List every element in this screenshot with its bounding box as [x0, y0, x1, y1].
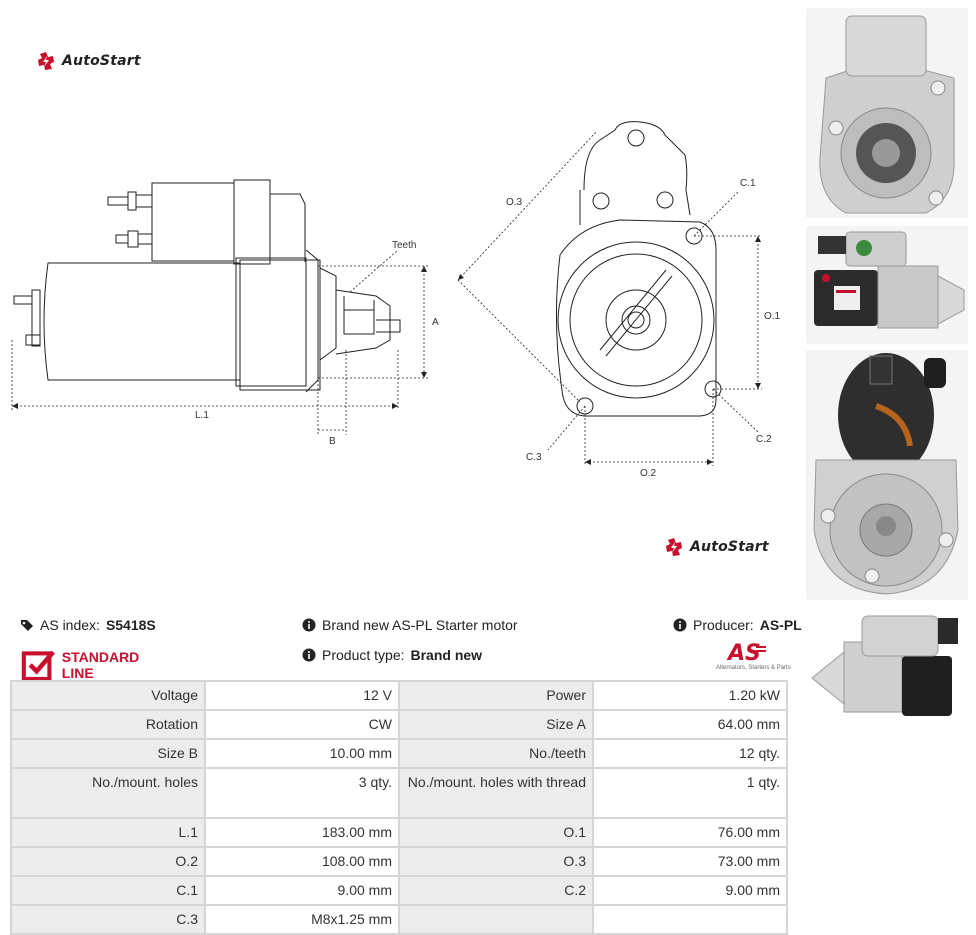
spec-label: Voltage: [10, 680, 206, 711]
label-c3: C.3: [526, 452, 542, 463]
spec-label: C.1: [10, 875, 206, 906]
label-c2: C.2: [756, 434, 772, 445]
autostart-logo-icon: [38, 52, 54, 70]
spec-value: 3 qty.: [204, 767, 400, 819]
spec-label: Size A: [398, 709, 594, 740]
label-b: B: [329, 436, 336, 447]
autostart-logo-top: AutoStart: [36, 51, 141, 71]
label-o2: O.2: [640, 468, 657, 479]
spec-value: M8x1.25 mm: [204, 904, 400, 935]
as-index-value: S5418S: [105, 617, 156, 633]
spec-value: 183.00 mm: [204, 817, 400, 848]
check-square-icon: [21, 650, 55, 681]
spec-label: No./mount. holes: [10, 767, 206, 819]
standard-line-label: STANDARD LINE: [61, 648, 140, 681]
as-tagline: Alternators, Starters & Parts: [716, 665, 791, 671]
autostart-logo-bottom: AutoStart: [664, 537, 769, 557]
spec-value: 64.00 mm: [592, 709, 788, 740]
product-type: Product type: Brand new: [302, 647, 482, 663]
as-pl-logo: AS Alternators, Starters & Parts: [716, 641, 791, 671]
producer-value: AS-PL: [759, 617, 802, 633]
as-logo-letters: AS: [726, 641, 761, 666]
autostart-logo-icon: [666, 538, 682, 556]
product-type-label: Product type:: [322, 647, 405, 663]
solenoid-body: [151, 182, 235, 262]
spec-value: 1.20 kW: [592, 680, 788, 711]
info-circle-icon: [673, 618, 687, 632]
spec-label: No./teeth: [398, 738, 594, 769]
tags-icon: [21, 620, 33, 631]
standard-line: STANDARD LINE: [20, 647, 139, 683]
spec-label: O.2: [10, 846, 206, 877]
spec-label: Rotation: [10, 709, 206, 740]
product-photo-angle[interactable]: [806, 608, 968, 726]
spec-value: 108.00 mm: [204, 846, 400, 877]
spec-value: 9.00 mm: [592, 875, 788, 906]
producer-label: Producer:: [693, 617, 754, 633]
as-index-label: AS index:: [40, 617, 100, 633]
product-photo-rear[interactable]: [806, 350, 968, 600]
spec-label: No./mount. holes with thread: [398, 767, 594, 819]
label-o1: O.1: [764, 311, 781, 322]
spec-value: 76.00 mm: [592, 817, 788, 848]
spec-value: [592, 904, 788, 935]
spec-label: O.1: [398, 817, 594, 848]
spec-value: CW: [204, 709, 400, 740]
spec-value: 73.00 mm: [592, 846, 788, 877]
label-l1: L.1: [195, 410, 209, 421]
label-teeth: Teeth: [392, 240, 416, 251]
label-a: A: [432, 317, 439, 328]
product-description: Brand new AS-PL Starter motor: [302, 617, 518, 633]
spec-value: 9.00 mm: [204, 875, 400, 906]
spec-label: [398, 904, 594, 935]
info-circle-icon: [302, 648, 316, 662]
spec-label: C.3: [10, 904, 206, 935]
product-photo-front[interactable]: [806, 8, 968, 218]
info-circle-icon: [302, 618, 316, 632]
as-index: AS index: S5418S: [20, 617, 156, 633]
technical-drawing: Teeth A B L.1 O.3 C.1: [11, 121, 781, 479]
spec-label: C.2: [398, 875, 594, 906]
spec-value: 12 qty.: [592, 738, 788, 769]
spec-value: 1 qty.: [592, 767, 788, 819]
spec-value: 12 V: [204, 680, 400, 711]
product-type-value: Brand new: [410, 647, 483, 663]
autostart-logo-text: AutoStart: [62, 53, 141, 69]
spec-label: O.3: [398, 846, 594, 877]
product-photo-side[interactable]: [806, 226, 968, 344]
spec-value: 10.00 mm: [204, 738, 400, 769]
spec-label: Size B: [10, 738, 206, 769]
label-o3: O.3: [506, 197, 523, 208]
spec-label: Power: [398, 680, 594, 711]
spec-label: L.1: [10, 817, 206, 848]
label-c1: C.1: [740, 178, 756, 189]
description-text: Brand new AS-PL Starter motor: [322, 617, 518, 633]
producer: Producer: AS-PL: [673, 617, 802, 633]
autostart-logo-text: AutoStart: [690, 539, 769, 555]
